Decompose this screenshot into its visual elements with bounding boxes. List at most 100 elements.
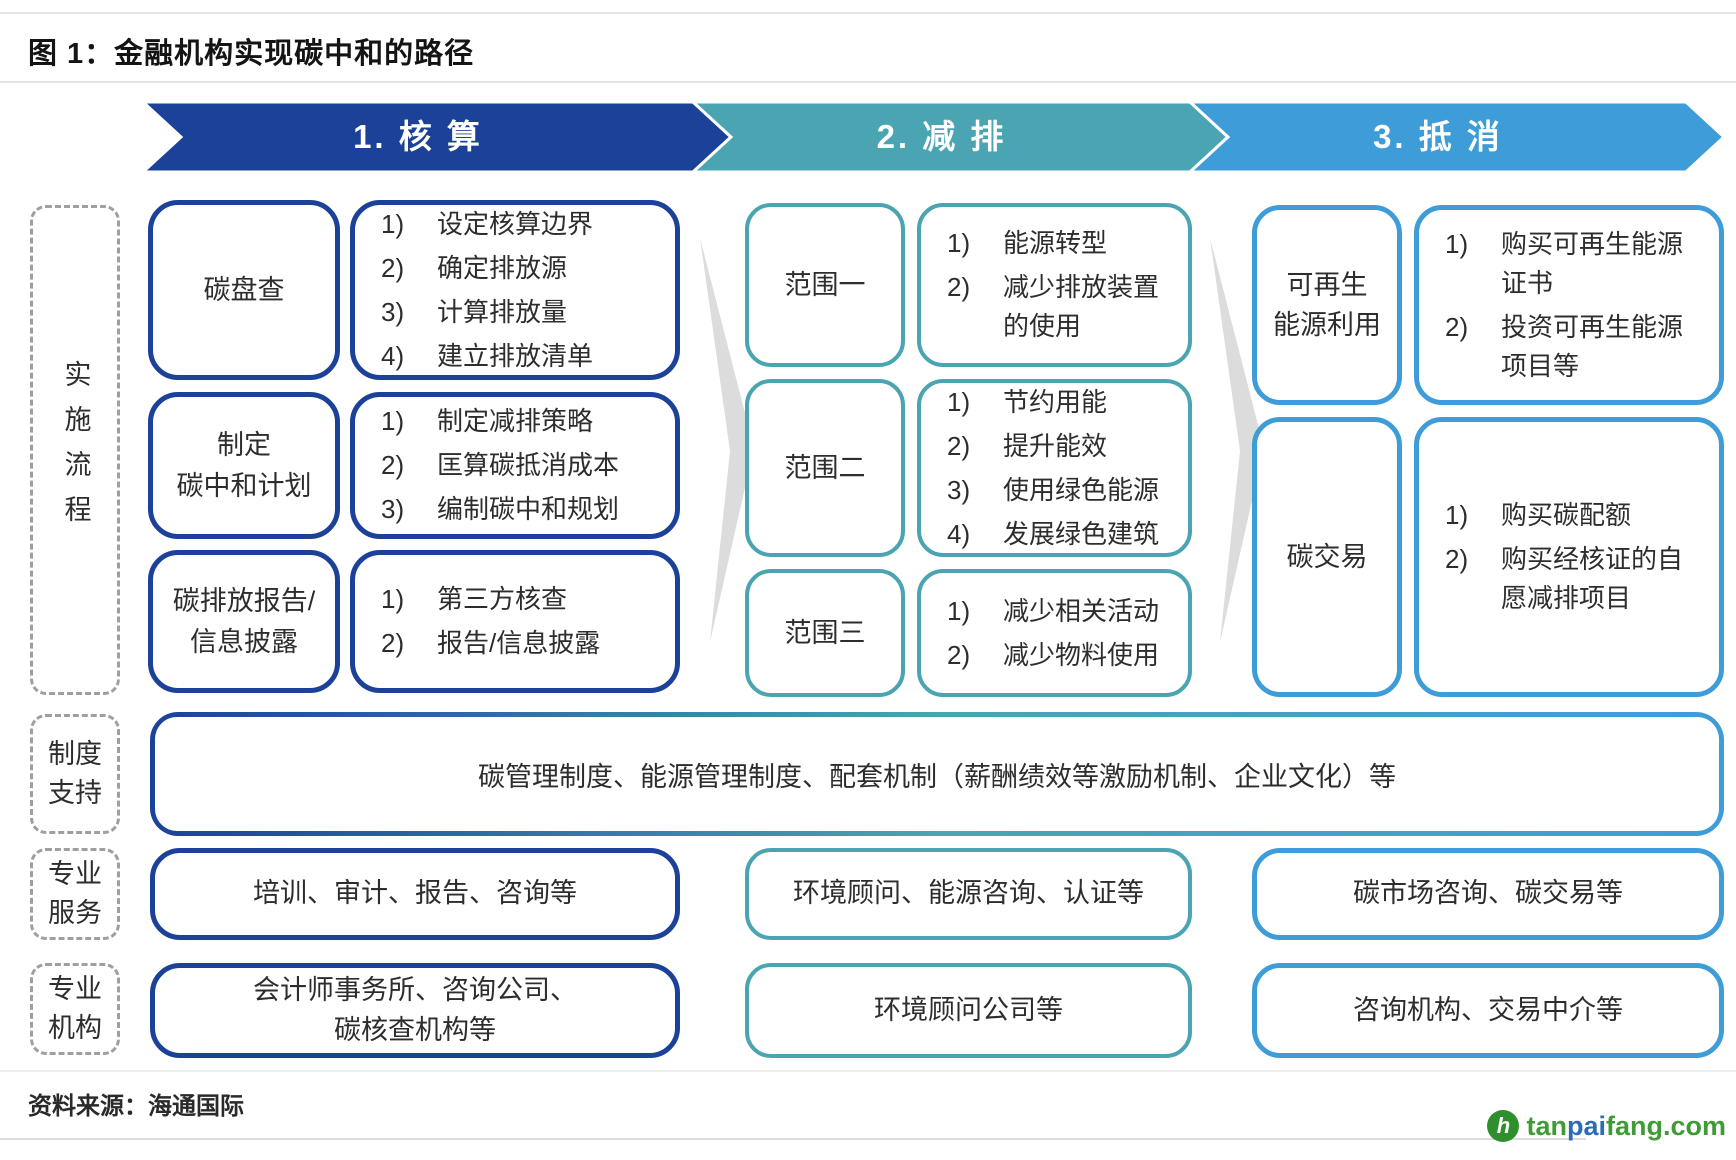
footer-divider (0, 1138, 1586, 1140)
list-item-number: 4) (947, 518, 971, 549)
list-item-text: 编制碳中和规划 (437, 494, 620, 524)
list-item: 3) 计算排放量 (381, 293, 667, 332)
list-item-number: 1) (947, 228, 971, 258)
list-item: 3) 编制碳中和规划 (381, 490, 667, 529)
list-item: 1)减少相关活动 (947, 592, 1180, 631)
list-item-text: 制定减排策略 (437, 406, 594, 436)
list-item-number: 2) (947, 430, 971, 461)
list-item-number: 3) (947, 474, 971, 505)
list-item: 1) 设定核算边界 (381, 205, 667, 244)
list-item: 2) 提升能效 (947, 427, 1180, 466)
box-detail-neutrality-plan: 1) 制定减排策略 2) 匡算碳抵消成本 3) 编制碳中和规划 (350, 392, 680, 539)
box-detail-scope-1: 1) 能源转型 2) 减少排放装置 的使用 (917, 203, 1192, 367)
box-label-neutrality-plan: 制定 碳中和计划 (148, 392, 340, 539)
stage-arrows-graphic (140, 102, 1727, 172)
side-label-agency: 专业 机构 (30, 963, 120, 1055)
list-item-number: 2) (381, 252, 405, 283)
list-item-text: 能源转型 (1003, 228, 1108, 258)
list-item: 1) 能源转型 (947, 224, 1180, 263)
side-label-process-text: 实施流程 (60, 360, 91, 540)
list-item: 1) 节约用能 (947, 383, 1180, 422)
list-item-number: 2) (381, 628, 405, 658)
list-item-number: 1) (381, 584, 405, 614)
site-logo-text: tanpaifang.com (1526, 1111, 1726, 1142)
agencies-accounting-box: 会计师事务所、咨询公司、 碳核查机构等 (150, 963, 680, 1058)
stage-arrow-3 (1187, 102, 1727, 172)
list-item-text: 投资可再生能源 项目等 (1501, 311, 1684, 381)
list-item-text: 节约用能 (1003, 386, 1108, 417)
side-label-process: 实施流程 (30, 205, 120, 695)
box-label-renewable: 可再生 能源利用 (1252, 205, 1402, 405)
list-item-text: 第三方核查 (437, 584, 568, 614)
list-item-text: 报告/信息披露 (437, 628, 601, 658)
stage-arrow-2 (690, 102, 1231, 172)
list-item-number: 2) (947, 639, 971, 670)
box-label-carbon-inventory: 碳盘查 (148, 200, 340, 380)
list-item: 1) 购买可再生能源 证书 (1445, 225, 1711, 303)
list-item-number: 1) (947, 386, 971, 417)
logo-text-part3: fang.com (1605, 1110, 1726, 1141)
top-divider (0, 12, 1736, 14)
list-item-number: 2) (947, 272, 971, 302)
stage-label-reduction: 2. 减 排 (876, 118, 1007, 155)
list-item: 2)购买经核证的自 愿减排项目 (1445, 540, 1711, 618)
support-bar-text: 碳管理制度、能源管理制度、配套机制（薪酬绩效等激励机制、企业文化）等 (155, 717, 1719, 831)
agencies-reduction-box: 环境顾问公司等 (745, 963, 1192, 1058)
list-item-text: 使用绿色能源 (1003, 474, 1160, 505)
list-item-number: 4) (381, 340, 405, 371)
list-item: 2) 匡算碳抵消成本 (381, 446, 667, 485)
list-item: 2) 确定排放源 (381, 249, 667, 288)
side-label-service: 专业 服务 (30, 848, 120, 940)
source-note: 资料来源：海通国际 (28, 1093, 244, 1120)
list-item-number: 2) (1445, 311, 1469, 342)
list-item-text: 建立排放清单 (437, 340, 594, 371)
list-item-text: 计算排放量 (437, 296, 568, 327)
box-detail-scope-2: 1) 节约用能 2) 提升能效 3) 使用绿色能源 4)发展绿色建筑 (917, 379, 1192, 557)
box-detail-carbon-inventory: 1) 设定核算边界 2) 确定排放源 3) 计算排放量 4) 建立排放清单 (350, 200, 680, 380)
list-item-text: 购买可再生能源 证书 (1501, 228, 1684, 298)
box-label-carbon-trading: 碳交易 (1252, 417, 1402, 697)
list-item-text: 确定排放源 (437, 252, 568, 283)
list-item: 1) 购买碳配额 (1445, 496, 1711, 535)
box-label-scope-3: 范围三 (745, 569, 905, 697)
list-item-number: 2) (381, 450, 405, 480)
site-logo: h tanpaifang.com (1487, 1110, 1726, 1142)
list-item: 1) 制定减排策略 (381, 402, 667, 441)
list-item: 2) 减少物料使用 (947, 636, 1180, 675)
list-item-number: 1) (381, 406, 405, 436)
services-accounting-box: 培训、审计、报告、咨询等 (150, 848, 680, 940)
list-item-number: 3) (381, 296, 405, 327)
box-detail-renewable: 1) 购买可再生能源 证书 2) 投资可再生能源 项目等 (1414, 205, 1724, 405)
list-item: 2) 报告/信息披露 (381, 624, 667, 663)
box-detail-scope-3: 1)减少相关活动 2) 减少物料使用 (917, 569, 1192, 697)
list-item-number: 1) (381, 208, 405, 239)
stage-label-accounting: 1. 核 算 (353, 118, 483, 155)
stage-arrow-1 (140, 102, 734, 172)
connector-arrow-1 (700, 238, 754, 642)
stage-label-offset: 3. 抵 消 (1373, 118, 1503, 155)
list-item-number: 3) (381, 494, 405, 524)
list-item-text: 匡算碳抵消成本 (437, 450, 620, 480)
list-item: 2) 减少排放装置 的使用 (947, 268, 1180, 346)
services-reduction-box: 环境顾问、能源咨询、认证等 (745, 848, 1192, 940)
list-item: 1) 第三方核查 (381, 580, 667, 619)
list-item-text: 购买碳配额 (1501, 500, 1632, 530)
list-item: 2) 投资可再生能源 项目等 (1445, 308, 1711, 386)
box-label-disclosure: 碳排放报告/ 信息披露 (148, 550, 340, 693)
list-item: 3) 使用绿色能源 (947, 471, 1180, 510)
list-item-text: 提升能效 (1003, 430, 1108, 461)
box-label-scope-2: 范围二 (745, 379, 905, 557)
agencies-offset-box: 咨询机构、交易中介等 (1252, 963, 1724, 1058)
list-item-text: 设定核算边界 (437, 208, 594, 239)
list-item-number: 1) (1445, 500, 1469, 530)
list-item-text: 减少排放装置 的使用 (1003, 272, 1160, 341)
list-item: 4) 建立排放清单 (381, 337, 667, 376)
list-item: 4)发展绿色建筑 (947, 515, 1180, 554)
tanpaifang-logo-icon: h (1487, 1110, 1520, 1142)
list-item-number: 2) (1445, 544, 1469, 574)
list-item-number: 1) (1445, 228, 1469, 259)
logo-text-part2: pai (1566, 1110, 1606, 1141)
list-item-text: 减少物料使用 (1003, 639, 1160, 670)
list-item-number: 1) (947, 595, 971, 626)
